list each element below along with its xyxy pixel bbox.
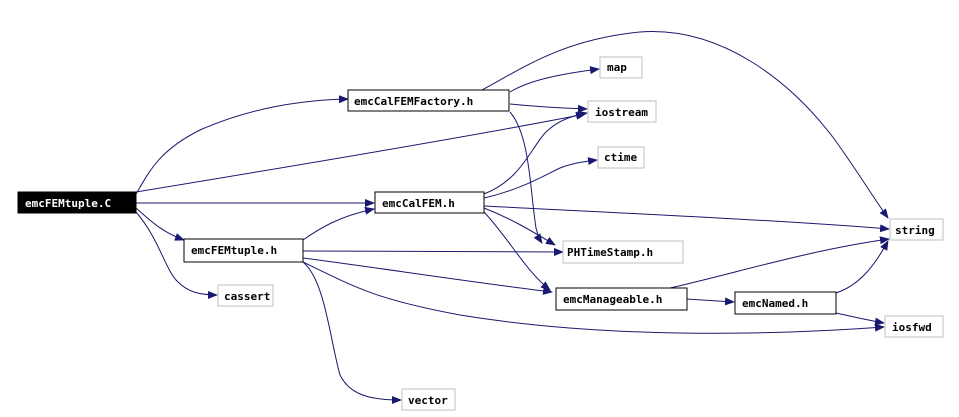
- edge-calfem-to-phtimestamp: [483, 207, 556, 246]
- node-box: [183, 238, 304, 263]
- node-box: [587, 100, 657, 123]
- node-box: [562, 240, 684, 264]
- node-box: [599, 56, 643, 79]
- edge-femtuple-to-iosfwd: [302, 261, 885, 334]
- node-emcManageable-h[interactable]: emcManageable.h: [555, 287, 688, 311]
- edge-calfem-to-iostream: [483, 110, 588, 195]
- edge-femtuple-to-calfem: [302, 206, 375, 241]
- node-layer: emcFEMtuple.C emcCalFEMFactory.h emcCalF…: [17, 56, 944, 411]
- node-box: [374, 191, 485, 214]
- node-emcCalFEM-h[interactable]: emcCalFEM.h: [374, 191, 485, 214]
- node-iostream[interactable]: iostream: [587, 100, 657, 123]
- node-label: PHTimeStamp.h: [567, 246, 653, 259]
- edge-calfem-to-ctime: [483, 157, 598, 199]
- edge-calfem-to-string: [483, 205, 890, 233]
- edge-root-to-femtuple: [135, 207, 185, 241]
- node-box: [347, 89, 510, 112]
- node-box: [555, 287, 688, 311]
- edge-named-to-iosfwd: [835, 312, 885, 326]
- node-label: map: [607, 61, 627, 74]
- node-box: [217, 284, 274, 307]
- edge-factory-to-iostream: [509, 103, 588, 113]
- node-cassert[interactable]: cassert: [217, 284, 274, 307]
- node-ctime[interactable]: ctime: [597, 146, 645, 169]
- node-PHTimeStamp-h[interactable]: PHTimeStamp.h: [562, 240, 684, 264]
- edge-femtuple-to-manageable: [302, 257, 553, 295]
- node-box: [401, 388, 456, 411]
- edge-named-to-string: [835, 240, 889, 294]
- edge-factory-to-map: [509, 66, 600, 93]
- node-iosfwd[interactable]: iosfwd: [884, 315, 944, 338]
- node-box: [734, 291, 837, 315]
- node-label: emcCalFEMFactory.h: [354, 95, 473, 108]
- node-label: string: [895, 224, 935, 237]
- node-label: cassert: [224, 290, 270, 303]
- node-map[interactable]: map: [599, 56, 643, 79]
- edge-calfem-to-manageable: [483, 211, 551, 291]
- edge-manageable-to-named: [685, 297, 735, 306]
- node-box: [889, 218, 944, 241]
- edge-root-to-iostream: [135, 111, 586, 193]
- node-emcFEMtuple-C[interactable]: emcFEMtuple.C: [17, 191, 137, 214]
- edge-manageable-to-string: [669, 236, 890, 289]
- node-label: iostream: [595, 106, 648, 119]
- node-label: emcCalFEM.h: [382, 197, 455, 210]
- edge-femtuple-to-phtimestamp: [302, 247, 564, 256]
- node-label: emcNamed.h: [742, 297, 808, 310]
- node-box: [597, 146, 645, 169]
- node-emcFEMtuple-h[interactable]: emcFEMtuple.h: [183, 238, 304, 263]
- node-box: [17, 191, 137, 214]
- edge-root-to-factory: [135, 95, 349, 195]
- node-label: iosfwd: [892, 321, 932, 334]
- edge-layer: [135, 31, 890, 404]
- node-emcCalFEMFactory-h[interactable]: emcCalFEMFactory.h: [347, 89, 510, 112]
- node-label: emcFEMtuple.h: [191, 244, 277, 257]
- node-label: vector: [408, 394, 448, 407]
- node-label: ctime: [604, 151, 637, 164]
- edge-factory-to-string: [479, 31, 889, 219]
- node-emcNamed-h[interactable]: emcNamed.h: [734, 291, 837, 315]
- node-label: emcFEMtuple.C: [25, 197, 111, 210]
- node-string[interactable]: string: [889, 218, 944, 241]
- node-label: emcManageable.h: [563, 293, 662, 306]
- edge-factory-to-phtimestamp: [509, 111, 543, 244]
- node-vector[interactable]: vector: [401, 388, 456, 411]
- node-box: [884, 315, 944, 338]
- edge-root-to-cassert: [135, 211, 218, 299]
- edge-femtuple-to-vector: [302, 261, 402, 404]
